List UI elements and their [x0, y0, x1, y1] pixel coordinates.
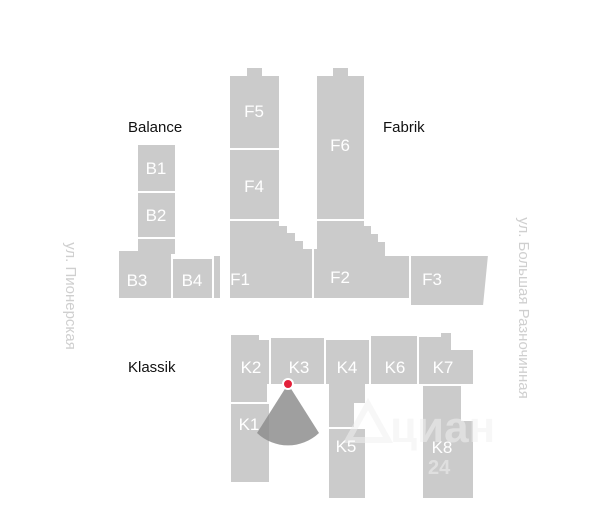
watermark-subtext: 24	[428, 457, 451, 479]
location-marker-icon[interactable]	[282, 378, 294, 390]
street-label-right: ул. Большая Разночинная	[515, 217, 532, 398]
label-b1: B1	[146, 159, 167, 178]
building-b3[interactable]	[117, 237, 177, 300]
label-k8: K8	[432, 438, 453, 457]
label-b3: B3	[127, 271, 148, 290]
label-b2: B2	[146, 206, 167, 225]
group-label-fabrik: Fabrik	[383, 119, 425, 136]
label-k5: K5	[336, 437, 357, 456]
building-f2[interactable]	[312, 219, 411, 300]
label-f2: F2	[330, 268, 350, 287]
view-cone	[257, 384, 319, 446]
label-f3: F3	[422, 270, 442, 289]
watermark-logo: циан 24	[342, 397, 495, 479]
fabrik-block	[212, 66, 491, 307]
klassik-block	[229, 331, 475, 500]
label-b4: B4	[182, 271, 203, 290]
label-k3: K3	[289, 358, 310, 377]
building-f1[interactable]	[212, 219, 314, 300]
street-label-left: ул. Пионерская	[62, 242, 79, 350]
label-f4: F4	[244, 177, 264, 196]
label-f6: F6	[330, 136, 350, 155]
label-k7: K7	[433, 358, 454, 377]
building-k8[interactable]	[421, 384, 475, 500]
group-label-klassik: Klassik	[128, 359, 176, 376]
building-labels: B1 B2 B3 B4 F5 F4 F1 F6 F2 F3 K2 K3 K4 K…	[127, 102, 454, 457]
watermark-house-icon	[342, 397, 394, 443]
label-k2: K2	[241, 358, 262, 377]
label-f5: F5	[244, 102, 264, 121]
label-f1: F1	[230, 270, 250, 289]
group-label-balance: Balance	[128, 119, 182, 136]
watermark-text: циан	[390, 403, 495, 452]
label-k4: K4	[337, 358, 358, 377]
building-f3[interactable]	[409, 254, 491, 307]
label-k1: K1	[239, 415, 260, 434]
label-k6: K6	[385, 358, 406, 377]
